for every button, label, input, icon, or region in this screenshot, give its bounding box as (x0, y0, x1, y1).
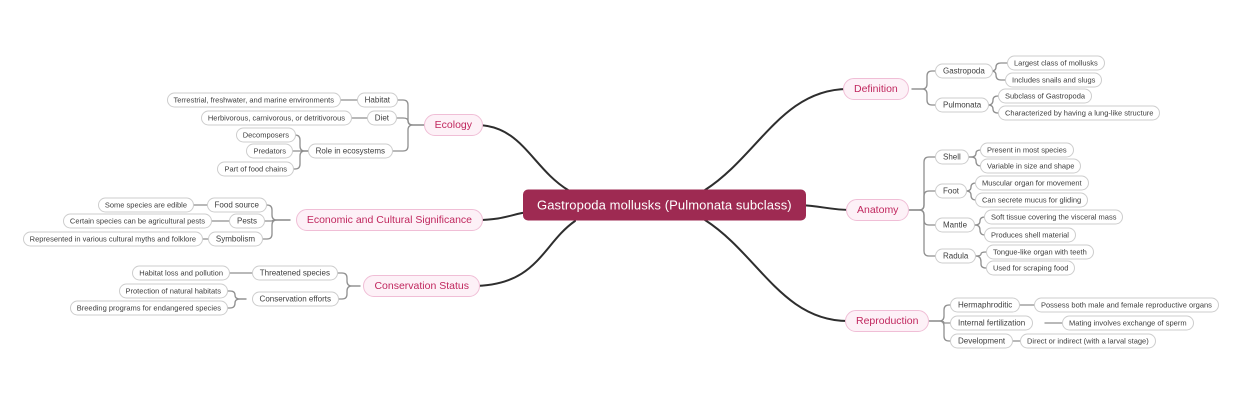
detail-decomposers[interactable]: Decomposers (235, 127, 296, 143)
detail-variable-size-shape[interactable]: Variable in size and shape (980, 158, 1082, 174)
topic-development[interactable]: Development (950, 333, 1014, 349)
topic-diet[interactable]: Diet (366, 110, 397, 126)
topic-habitat[interactable]: Habitat (356, 92, 398, 108)
detail-tongue-like-organ[interactable]: Tongue-like organ with teeth (986, 244, 1094, 260)
detail-secrete-mucus[interactable]: Can secrete mucus for gliding (975, 192, 1089, 208)
topic-symbolism[interactable]: Symbolism (207, 231, 263, 247)
detail-edible-species[interactable]: Some species are edible (97, 197, 194, 213)
detail-agricultural-pests[interactable]: Certain species can be agricultural pest… (62, 213, 212, 229)
topic-shell[interactable]: Shell (935, 149, 969, 165)
branch-anatomy[interactable]: Anatomy (846, 199, 910, 221)
topic-internal-fertilization[interactable]: Internal fertilization (950, 315, 1034, 331)
detail-predators[interactable]: Predators (246, 143, 293, 159)
detail-direct-or-indirect[interactable]: Direct or indirect (with a larval stage) (1020, 333, 1156, 349)
topic-role-in-ecosystems[interactable]: Role in ecosystems (307, 143, 393, 159)
detail-present-most-species[interactable]: Present in most species (980, 142, 1074, 158)
detail-exchange-of-sperm[interactable]: Mating involves exchange of sperm (1062, 315, 1194, 331)
central-topic[interactable]: Gastropoda mollusks (Pulmonata subclass) (523, 189, 806, 221)
detail-lung-like-structure[interactable]: Characterized by having a lung-like stru… (998, 105, 1161, 121)
detail-myths-folklore[interactable]: Represented in various cultural myths an… (22, 231, 203, 247)
detail-breeding-programs[interactable]: Breeding programs for endangered species (69, 300, 228, 316)
detail-includes-snails-slugs[interactable]: Includes snails and slugs (1005, 72, 1103, 88)
branch-definition[interactable]: Definition (843, 78, 909, 100)
topic-foot[interactable]: Foot (935, 183, 968, 199)
detail-diet-types[interactable]: Herbivorous, carnivorous, or detritivoro… (200, 110, 352, 126)
detail-largest-class[interactable]: Largest class of mollusks (1007, 55, 1105, 71)
detail-scraping-food[interactable]: Used for scraping food (986, 260, 1076, 276)
topic-hermaphroditic[interactable]: Hermaphroditic (950, 297, 1021, 313)
topic-pulmonata[interactable]: Pulmonata (935, 97, 990, 113)
topic-pests[interactable]: Pests (228, 213, 265, 229)
topic-conservation-efforts[interactable]: Conservation efforts (251, 291, 339, 307)
topic-radula[interactable]: Radula (935, 248, 977, 264)
topic-food-source[interactable]: Food source (206, 197, 267, 213)
branch-conservation-status[interactable]: Conservation Status (363, 275, 480, 297)
topic-gastropoda[interactable]: Gastropoda (935, 63, 993, 79)
branch-reproduction[interactable]: Reproduction (845, 310, 930, 332)
branch-ecology[interactable]: Ecology (423, 114, 483, 136)
detail-produces-shell[interactable]: Produces shell material (984, 227, 1076, 243)
topic-threatened-species[interactable]: Threatened species (251, 265, 338, 281)
detail-protection-habitats[interactable]: Protection of natural habitats (118, 283, 228, 299)
detail-subclass-gastropoda[interactable]: Subclass of Gastropoda (998, 88, 1093, 104)
topic-mantle[interactable]: Mantle (935, 217, 976, 233)
detail-habitat-loss-pollution[interactable]: Habitat loss and pollution (132, 265, 230, 281)
detail-muscular-organ[interactable]: Muscular organ for movement (975, 175, 1089, 191)
detail-food-chains[interactable]: Part of food chains (217, 161, 294, 177)
detail-male-female-organs[interactable]: Possess both male and female reproductiv… (1034, 297, 1219, 313)
branch-economic-cultural[interactable]: Economic and Cultural Significance (295, 209, 483, 231)
detail-environments[interactable]: Terrestrial, freshwater, and marine envi… (166, 92, 341, 108)
detail-soft-tissue[interactable]: Soft tissue covering the visceral mass (984, 209, 1124, 225)
